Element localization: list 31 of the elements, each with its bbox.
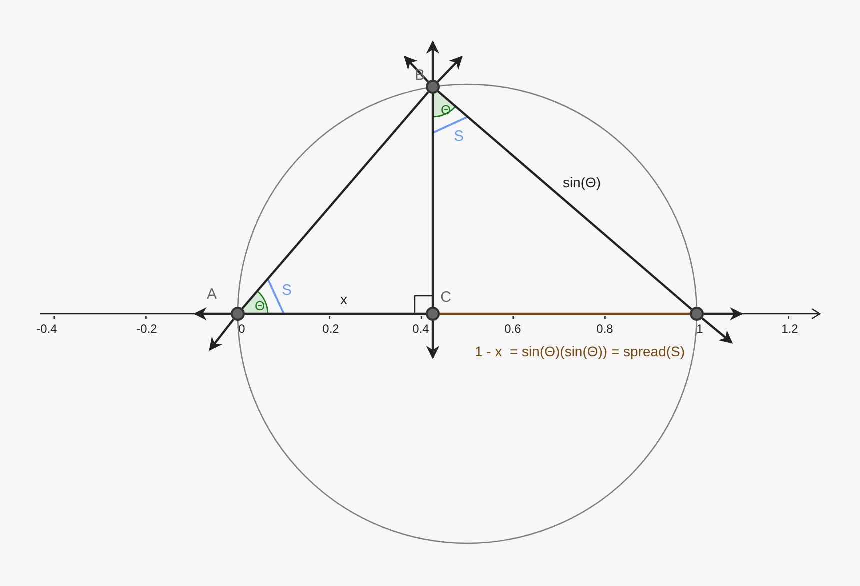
tick-label: 1 xyxy=(696,321,704,338)
angle-symbol: Θ xyxy=(254,297,266,316)
tick-label: -0.4 xyxy=(36,321,58,338)
point xyxy=(426,307,440,321)
arrow xyxy=(702,318,734,344)
arrow xyxy=(426,40,440,80)
point xyxy=(231,307,245,321)
tick-label: 0.6 xyxy=(504,321,522,338)
arrow xyxy=(437,56,463,83)
tick-label: 0.2 xyxy=(322,321,340,338)
line-segment xyxy=(440,312,690,316)
formula-text: 1 - x = sin(Θ)(sin(Θ)) = spread(S) xyxy=(474,342,686,362)
line-segment xyxy=(245,312,426,316)
point-label: C xyxy=(440,288,452,308)
point-label: A xyxy=(207,284,217,305)
line-segment xyxy=(438,90,692,310)
point xyxy=(690,307,704,321)
arrow xyxy=(426,321,440,360)
tick-label: -0.2 xyxy=(136,321,158,338)
tick-label: 0.4 xyxy=(412,321,430,338)
spread-label: S xyxy=(282,280,292,301)
line-segment xyxy=(432,94,434,307)
line-segment xyxy=(242,92,430,310)
tick-label: 0 xyxy=(238,321,246,338)
arrow xyxy=(704,307,744,321)
point xyxy=(426,80,440,94)
tick-label: 1.2 xyxy=(782,321,798,338)
spread-label: S xyxy=(454,126,464,147)
arrow xyxy=(194,307,231,321)
tick-label: 0.8 xyxy=(596,321,614,338)
arrow xyxy=(209,318,235,352)
